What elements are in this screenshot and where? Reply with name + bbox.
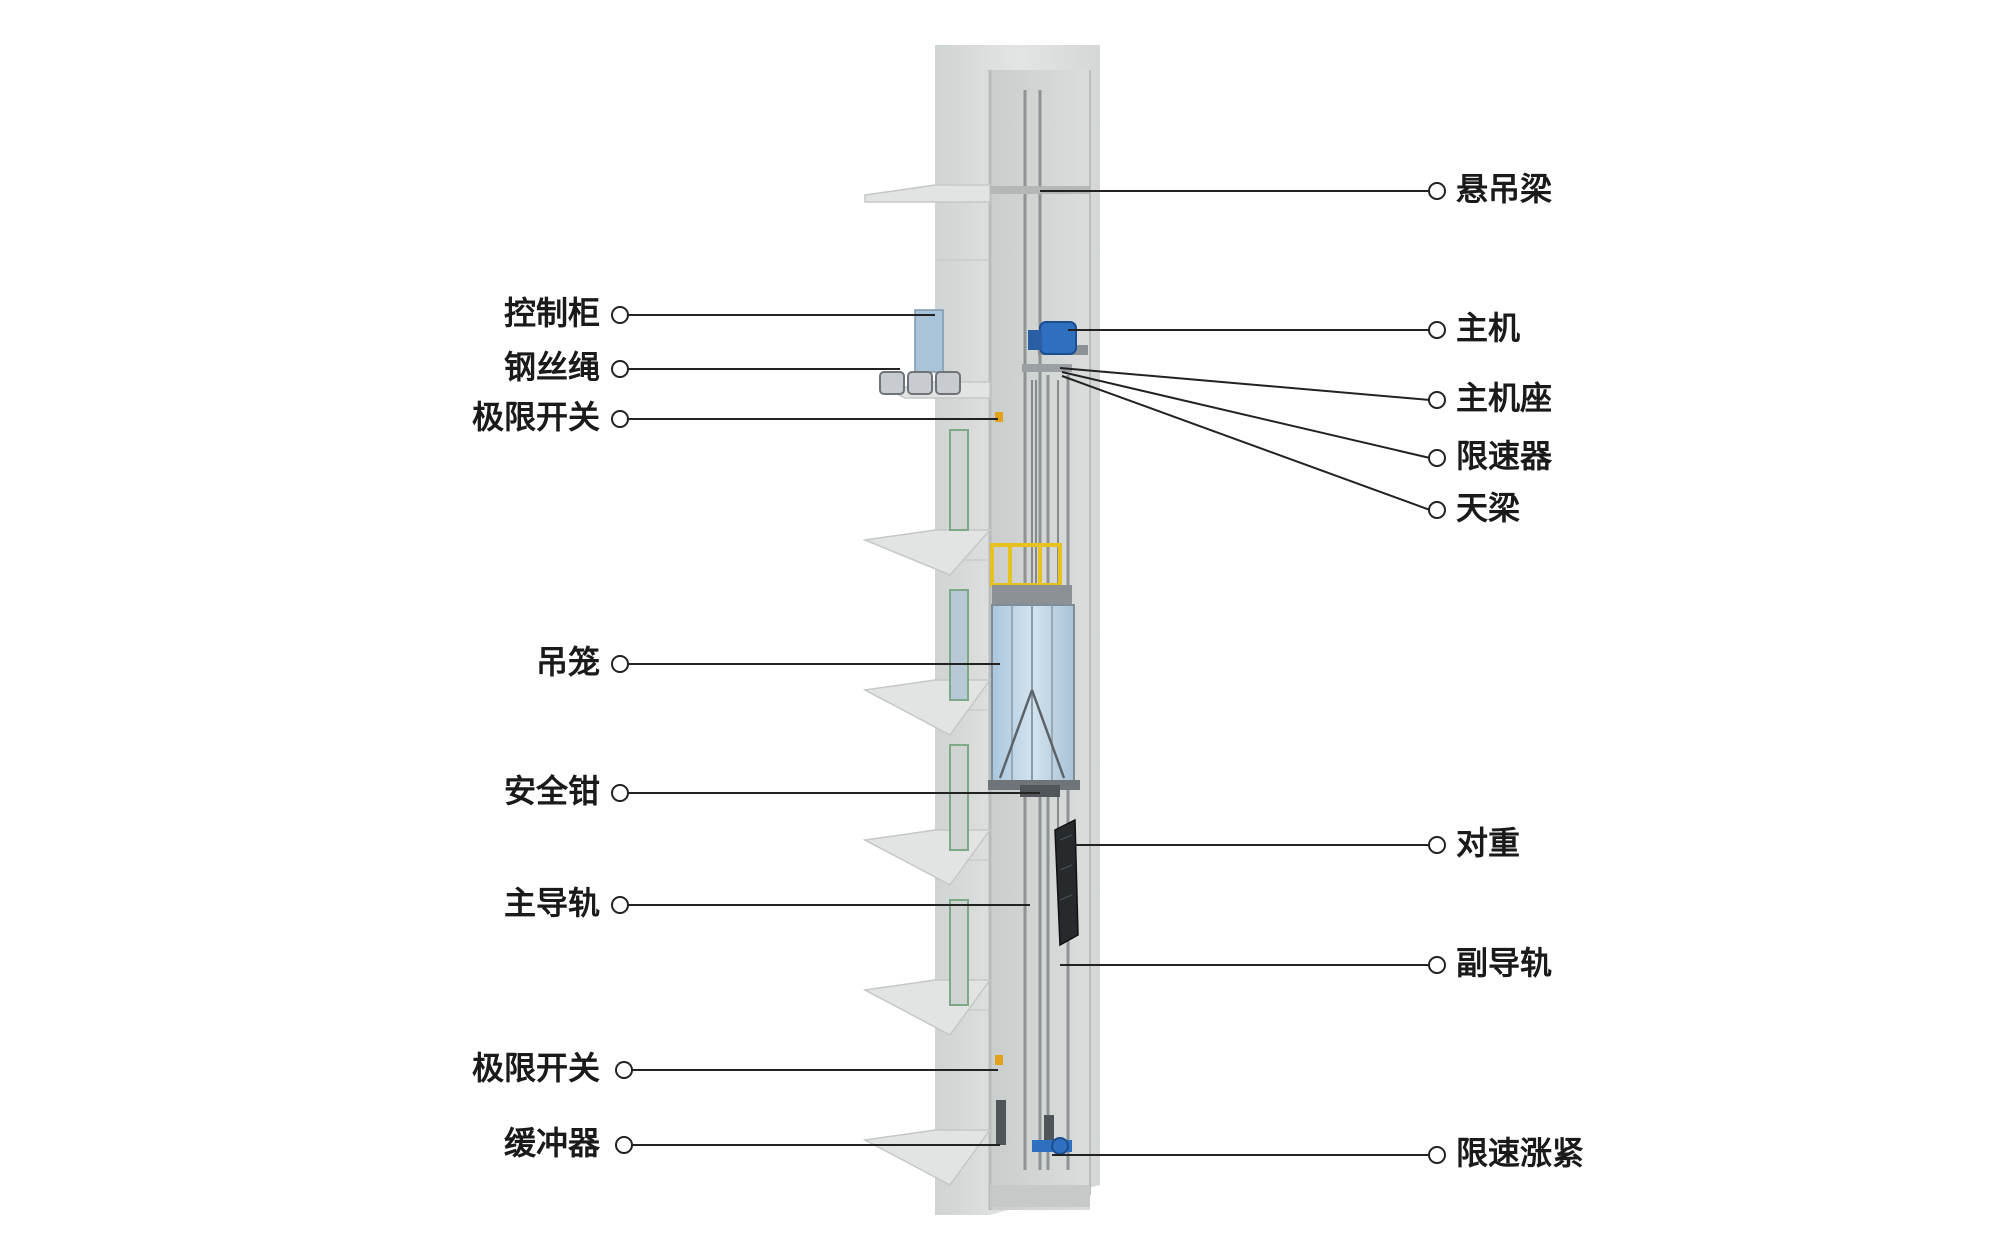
safety-gear: [1020, 785, 1060, 797]
cage: [988, 543, 1080, 790]
governor-tension-device: [1032, 1137, 1072, 1155]
label-counterweight: 对重: [1456, 824, 1521, 862]
label-limit-switch-top: 极限开关: [471, 398, 600, 436]
label-aux-rail: 副导轨: [1456, 944, 1553, 982]
label-speed-governor: 限速器: [1456, 437, 1553, 475]
traction-machine: [1028, 321, 1088, 355]
label-governor-tension: 限速涨紧: [1456, 1134, 1585, 1172]
label-traction-machine: 主机: [1456, 309, 1521, 347]
label-limit-switch-bottom: 极限开关: [471, 1049, 600, 1087]
landing-doors: [949, 429, 969, 1006]
label-suspension-beam: 悬吊梁: [1456, 170, 1553, 208]
label-top-beam: 天梁: [1456, 489, 1521, 527]
label-safety-gear: 安全钳: [503, 772, 600, 810]
label-control-cabinet: 控制柜: [503, 294, 600, 332]
leader-lines: [628, 190, 1431, 1156]
control-cabinet: [914, 309, 944, 373]
label-buffer: 缓冲器: [503, 1124, 600, 1162]
wire-rope-drums: [879, 371, 961, 395]
limit-switch-top-marker: [995, 412, 1003, 422]
label-cage: 吊笼: [535, 643, 600, 681]
counterweight: [1054, 818, 1079, 947]
limit-switch-bottom-marker: [995, 1055, 1003, 1065]
label-wire-rope: 钢丝绳: [503, 348, 600, 386]
pit-floor: [990, 1185, 1090, 1207]
buffer: [996, 1100, 1054, 1150]
leader-endpoints: [611, 182, 1446, 1164]
label-main-rail: 主导轨: [503, 884, 600, 922]
top-beam: [1022, 364, 1072, 372]
label-machine-base: 主机座: [1456, 379, 1553, 417]
